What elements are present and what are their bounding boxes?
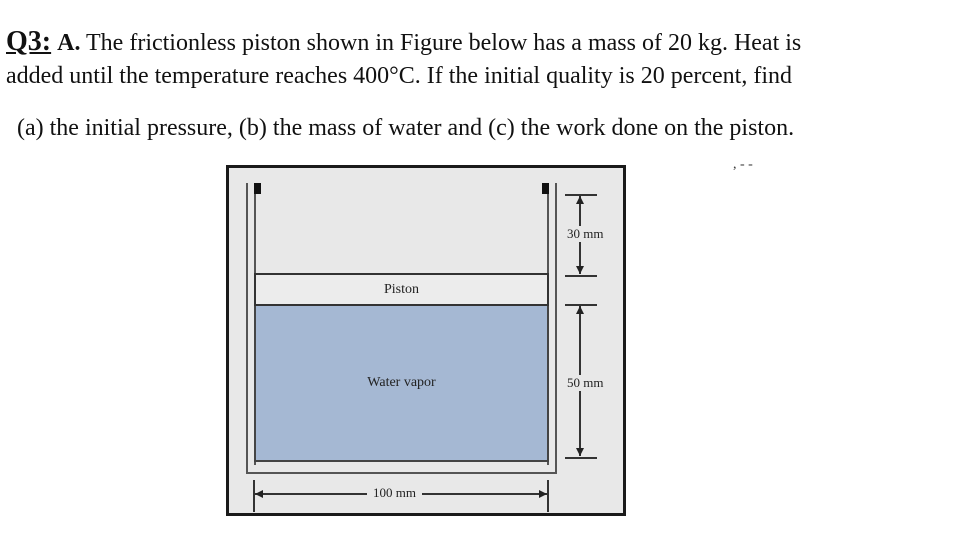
piston: Piston: [254, 273, 549, 306]
dim-100-right-tick: [547, 480, 549, 512]
arrow-up-icon: [576, 306, 584, 314]
water-vapor-label: Water vapor: [367, 375, 436, 390]
question-line-3: (a) the initial pressure, (b) the mass o…: [17, 115, 795, 141]
arrow-up-icon: [576, 196, 584, 204]
dim-50-top-tick: [565, 304, 597, 306]
arrow-down-icon: [576, 448, 584, 456]
dim-50-bottom-tick: [565, 457, 597, 459]
stop-left: [254, 183, 261, 194]
dim-100-label: 100 mm: [367, 485, 422, 501]
piston-cylinder-figure: Piston Water vapor 30 mm 50 mm 100 mm: [226, 165, 626, 516]
cylinder-outer-wall-left: [246, 183, 248, 474]
question-text-1: The frictionless piston shown in Figure …: [80, 30, 802, 56]
dim-30-label: 30 mm: [565, 226, 606, 242]
arrow-left-icon: [255, 490, 263, 498]
scan-artifacts: , - -: [733, 157, 753, 172]
piston-label: Piston: [383, 281, 419, 297]
part-label: A.: [57, 30, 81, 56]
stop-right: [542, 183, 549, 194]
cylinder-outer-wall-right: [555, 183, 557, 474]
dim-50-label: 50 mm: [565, 375, 606, 391]
question-line-1: Q3: A. The frictionless piston shown in …: [6, 28, 801, 56]
dim-30-bottom-tick: [565, 275, 597, 277]
arrow-down-icon: [576, 266, 584, 274]
question-number: Q3:: [6, 26, 52, 57]
dim-30-top-tick: [565, 194, 597, 196]
cylinder-outer-bottom: [246, 472, 557, 474]
water-vapor-region: Water vapor: [254, 306, 549, 462]
question-line-2: added until the temperature reaches 400°…: [6, 63, 793, 89]
arrow-right-icon: [539, 490, 547, 498]
dim-100-left-tick: [253, 480, 255, 512]
